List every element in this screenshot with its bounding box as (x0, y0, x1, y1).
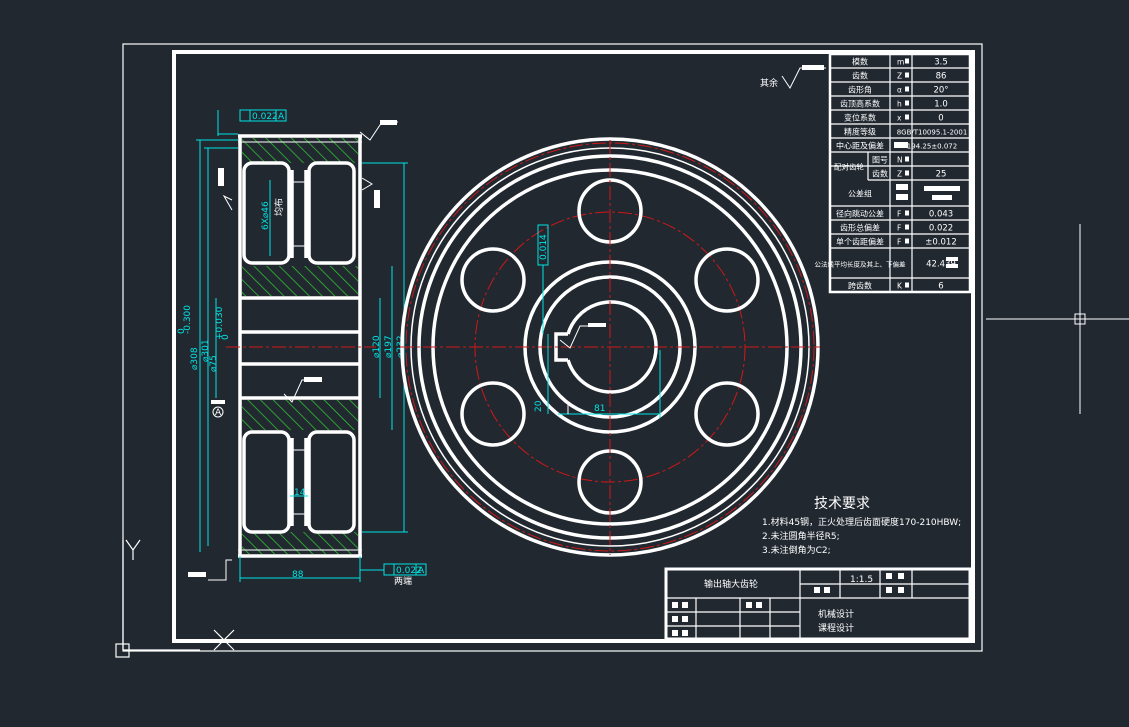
param-value: 0.022 (929, 224, 953, 234)
lightening-hole (460, 381, 526, 447)
param-symbol: K (897, 282, 903, 291)
param-symbol: m (897, 58, 904, 67)
param-symbol: N (897, 156, 903, 165)
course-line-2: 课程设计 (818, 622, 854, 634)
parameter-table: 模数 m 3.5 齿数 Z 86 齿形角 α 20° 齿顶高系数 h 1.0 变位系数 x 0 精度等级 8GB… (815, 52, 972, 294)
dim-keyway-depth: 81 (594, 404, 605, 414)
param-value: ±0.012 (925, 238, 956, 248)
param-symbol: Z (897, 170, 902, 179)
param-value: 6 (938, 282, 943, 292)
both-ends-label: 两端 (394, 575, 412, 587)
runout-top-text: 0.022 (252, 112, 278, 122)
ucs-icon (115, 539, 235, 658)
hatch-hub-bottom (242, 400, 358, 430)
dim-d308-tol-top: 0 (177, 328, 187, 334)
lightening-hole (694, 381, 760, 447)
dim-d75-tol-bot: 0 (221, 334, 231, 340)
mating-gear-label: 配对齿轮 (834, 162, 864, 172)
hatch-hub-top (242, 266, 358, 296)
course-line-1: 机械设计 (818, 608, 854, 620)
sheet-outer-border (122, 43, 983, 652)
tech-item-3: 3.未注倒角为C2; (762, 544, 831, 556)
cad-crosshair[interactable] (986, 224, 1129, 414)
param-symbol: F (897, 210, 901, 219)
section-view: 0.022 A 0.022 A 两端 88 14 6X⌀46 均布 ⌀308 0… (177, 109, 427, 587)
scale: 1:1.5 (850, 575, 873, 585)
param-label: 精度等级 (844, 127, 876, 137)
param-symbol: x (897, 114, 902, 123)
param-value: 8GB/T10095.1-2001 (897, 129, 968, 137)
param-label: 单个齿距偏差 (836, 237, 884, 247)
dim-keyway-width: 20 (534, 400, 544, 412)
param-label: 齿顶高系数 (840, 99, 880, 109)
runout-bottom-text: 0.022 (396, 566, 422, 576)
runout-top-datum: A (278, 112, 285, 122)
runout-bottom-datum: A (418, 566, 425, 576)
datum-a-symbol (212, 406, 224, 418)
roughness-note: 其余 (760, 65, 826, 89)
front-view: 20 81 0.014 (400, 137, 820, 557)
param-label: 模数 (852, 57, 868, 67)
param-symbol: h (897, 100, 902, 109)
param-symbol: F (897, 238, 901, 247)
param-label: 公差组 (848, 189, 872, 199)
param-label: 中心距及偏差 (836, 141, 884, 151)
param-value: 25 (936, 170, 947, 180)
drawing-frame (172, 50, 975, 643)
param-label: 图号 (872, 156, 888, 165)
param-label: 公法线平均长度及其上、下偏差 (815, 260, 907, 269)
param-value: 194.25±0.072 (907, 143, 957, 151)
part-name: 输出轴大齿轮 (704, 578, 758, 590)
dim-d301: ⌀301 (201, 339, 211, 362)
param-label: 径向跳动公差 (836, 209, 884, 219)
datum-a-letter: A (215, 408, 222, 418)
param-label: 跨齿数 (848, 281, 872, 291)
dim-d75-tol-top: +0.030 (215, 306, 225, 340)
param-value: 42.439 (926, 260, 956, 270)
tech-item-2: 2.未注圆角半径R5; (762, 530, 840, 542)
tech-item-1: 1.材料45钢，正火处理后齿面硬度170-210HBW; (762, 516, 961, 528)
dim-d75: ⌀75 (209, 355, 219, 372)
param-symbol: α (897, 86, 902, 95)
dim-d197: ⌀197 (384, 335, 394, 358)
param-label: 齿数 (872, 169, 888, 179)
dim-holes: 6X⌀46 (261, 201, 271, 230)
param-value: 20° (933, 86, 948, 96)
svg-text:其余: 其余 (760, 77, 778, 89)
dim-d120: ⌀120 (372, 335, 382, 358)
dim-d308: ⌀308 (190, 347, 200, 370)
dim-width: 88 (292, 570, 304, 580)
param-value: 1.0 (934, 100, 948, 110)
dim-d308-tol-bot: -0.300 (183, 305, 193, 334)
param-symbol: F (897, 224, 901, 233)
param-symbol: Z (897, 72, 902, 81)
title-block: 输出轴大齿轮 1:1.5 机械设计 课程设计 (664, 567, 972, 641)
tech-requirements: 技术要求 1.材料45钢，正火处理后齿面硬度170-210HBW; 2.未注圆角… (762, 496, 961, 556)
lightening-hole (694, 247, 760, 313)
param-value: 86 (936, 72, 947, 82)
dim-web: 14 (294, 488, 306, 498)
lightening-hole (460, 247, 526, 313)
param-label: 齿形角 (848, 85, 872, 95)
param-value: 0.043 (929, 210, 953, 220)
param-label: 齿数 (852, 71, 868, 81)
hatch-rim-bottom (242, 532, 358, 554)
param-label: 齿形总偏差 (840, 223, 880, 233)
tech-title: 技术要求 (814, 496, 870, 512)
param-value: 0 (938, 114, 943, 124)
param-label: 变位系数 (844, 113, 876, 123)
dim-sym-tol: 0.014 (539, 234, 549, 260)
param-value: 3.5 (934, 58, 948, 68)
dim-holes-note: 均布 (273, 198, 285, 216)
